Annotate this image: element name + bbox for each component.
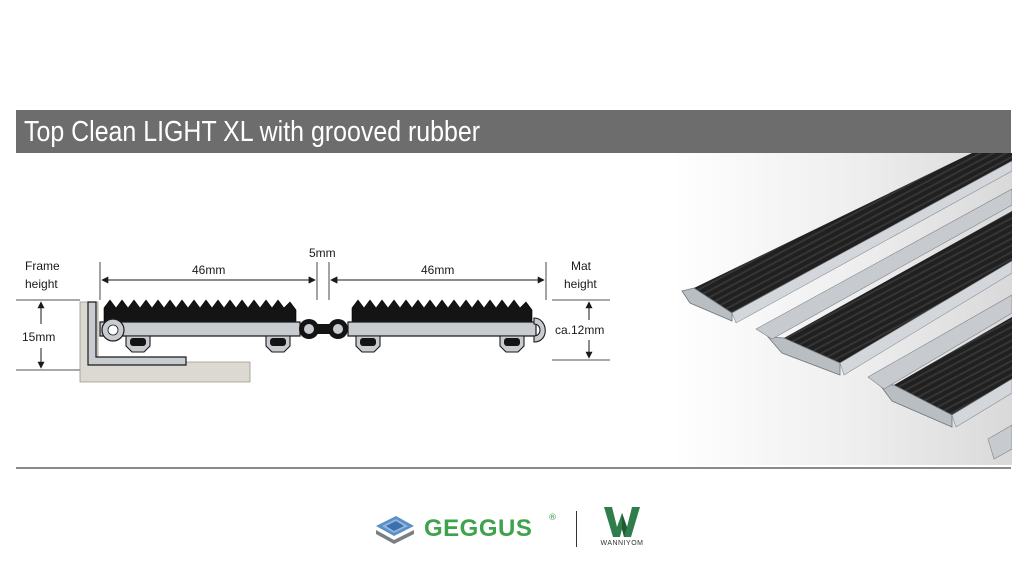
connector-roll-2-inner	[333, 324, 343, 334]
cross-section-diagram: Frame height 15mm 46mm 5mm 46mm Mat heig…	[16, 246, 610, 383]
alu-hook-right	[533, 317, 546, 343]
mat-strip-2-rail-back	[755, 188, 1012, 340]
mat-profile-left	[99, 299, 301, 353]
mat-profile-right	[347, 299, 546, 353]
page-title: Top Clean LIGHT XL with grooved rubber	[24, 116, 481, 148]
frame-angle	[87, 301, 187, 366]
mat-strip-2-rail-front	[767, 336, 841, 376]
wanniyom-wordmark: WANNIYOM	[600, 540, 644, 547]
profile-connector	[299, 319, 348, 339]
profile-width-right: 46mm	[421, 263, 454, 277]
mat-height-value: ca.12mm	[555, 323, 604, 337]
title-bar: Top Clean LIGHT XL with grooved rubber	[16, 110, 1011, 153]
footer-divider-line	[16, 467, 1011, 469]
foot-pad-left-1	[130, 338, 146, 346]
mat-strip-3-rail-back	[867, 294, 1012, 390]
mat-strip-1-rail-top	[731, 160, 1012, 324]
rubber-insert-right	[351, 299, 533, 323]
mat-strip-2-rubber	[784, 211, 1012, 363]
foot-pad-right-1	[360, 338, 376, 346]
gap-width: 5mm	[309, 246, 336, 260]
alu-roll-left-inner	[107, 324, 119, 336]
rubber-insert-left	[103, 299, 297, 323]
alu-carrier-left	[99, 321, 301, 337]
mat-strip-3-rail-top	[951, 378, 1012, 428]
mat-height-label-line1: Mat	[571, 259, 592, 273]
mat-strip-3-rubber	[894, 317, 1012, 415]
frame-height-label-line2: height	[25, 277, 58, 291]
product-photo	[672, 153, 1012, 465]
mat-strip-3-rail-front	[879, 384, 953, 428]
connector-roll-1-inner	[304, 324, 314, 334]
geggus-logo-icon	[376, 516, 414, 544]
frame-height-value: 15mm	[22, 330, 55, 344]
mat-strip-1-rubber	[694, 153, 1012, 313]
mat-strip-1-rail-front	[681, 287, 733, 322]
alu-carrier-right	[347, 321, 537, 337]
foot-pad-left-2	[270, 338, 286, 346]
profile-width-left: 46mm	[192, 263, 225, 277]
frame-height-label-line1: Frame	[25, 259, 60, 273]
geggus-wordmark: GEGGUS	[424, 515, 533, 542]
foot-pad-right-2	[504, 338, 520, 346]
wanniyom-logo-icon	[604, 507, 640, 537]
mat-strip-4-rail	[987, 424, 1012, 460]
registered-mark: ®	[548, 513, 557, 523]
logo-divider	[576, 511, 577, 547]
mat-height-label-line2: height	[564, 277, 597, 291]
brand-logos: GEGGUS ® WANNIYOM	[372, 502, 662, 554]
mat-strip-2-rail-top	[839, 260, 1012, 376]
